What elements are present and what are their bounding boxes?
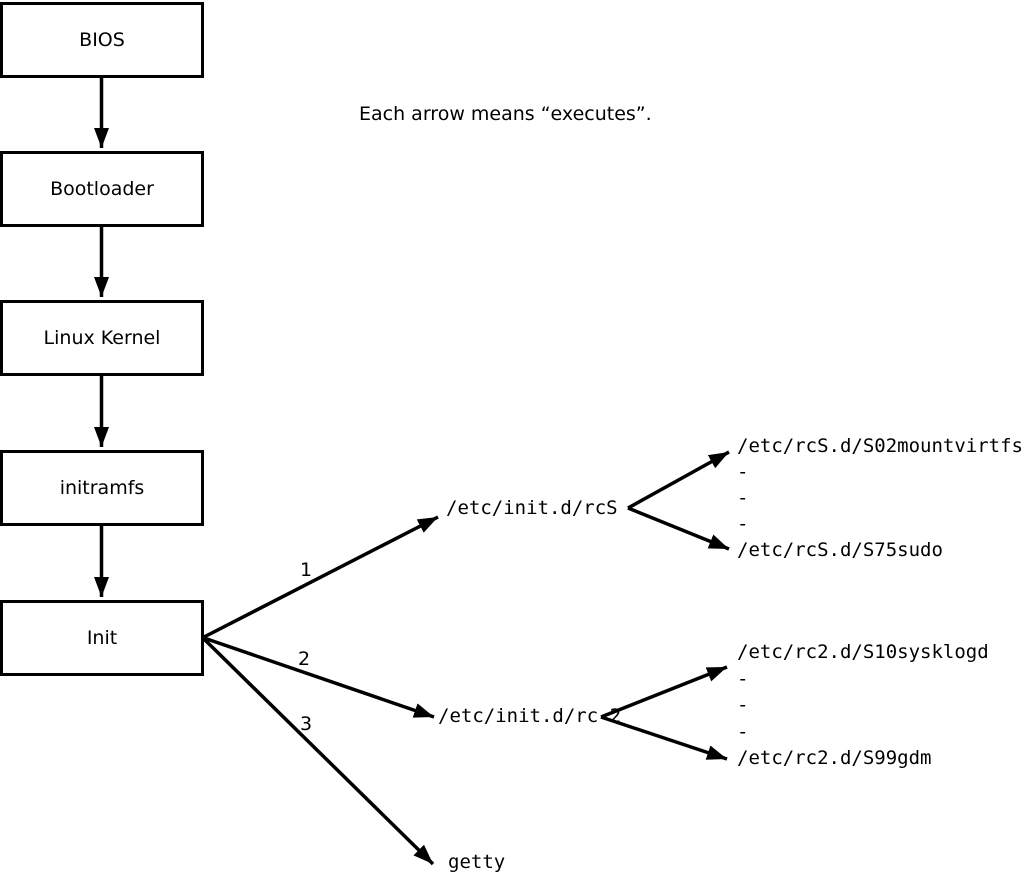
legend-note: Each arrow means “executes”. — [359, 103, 652, 125]
rc2-script-ellipsis: - — [737, 694, 749, 716]
box-linux-kernel-label: Linux Kernel — [43, 327, 161, 349]
rc2-script-ellipsis: - — [737, 720, 749, 743]
box-bios: BIOS — [0, 2, 204, 78]
rc2-script-item: /etc/rc2.d/S10sysklogd — [737, 641, 989, 663]
arrow-rc2-to-S99gdm — [600, 715, 728, 761]
branch-number-3: 3 — [300, 713, 313, 735]
branch-target-getty: getty — [448, 851, 506, 873]
rcS-script-ellipsis: - — [737, 487, 749, 509]
rcS-script-item: /etc/rcS.d/S02mountvirtfs — [737, 435, 1023, 457]
box-init-label: Init — [86, 627, 118, 649]
arrow-init-to-getty — [202, 637, 435, 866]
box-initramfs: initramfs — [0, 450, 204, 526]
box-bootloader-label: Bootloader — [50, 178, 154, 200]
box-initramfs-label: initramfs — [59, 477, 145, 499]
rcS-script-ellipsis: - — [737, 513, 749, 535]
box-linux-kernel: Linux Kernel — [0, 300, 204, 376]
rcS-script-list: /etc/rcS.d/S02mountvirtfs - - - /etc/rcS… — [737, 433, 1023, 563]
branch-number-2: 2 — [298, 648, 311, 670]
rcS-script-item: /etc/rcS.d/S75sudo — [737, 539, 943, 561]
box-bootloader: Bootloader — [0, 151, 204, 227]
arrow-init-to-rcS — [203, 515, 439, 639]
branch-number-1: 1 — [300, 559, 313, 581]
box-bios-label: BIOS — [79, 29, 125, 51]
rcS-script-ellipsis: - — [737, 461, 749, 483]
branch-target-rc2: /etc/init.d/rc 2 — [438, 705, 622, 727]
arrow-rcS-to-S02mountvirtfs — [627, 450, 730, 510]
arrow-rc2-to-S10sysklogd — [600, 665, 728, 719]
rc2-script-item: /etc/rc2.d/S99gdm — [737, 747, 932, 769]
arrow-init-to-rc2 — [203, 636, 435, 719]
box-init: Init — [0, 600, 204, 676]
rc2-script-list: /etc/rc2.d/S10sysklogd - - - /etc/rc2.d/… — [737, 639, 989, 772]
branch-target-rcS: /etc/init.d/rcS — [446, 497, 618, 519]
arrow-rcS-to-S75sudo — [627, 506, 730, 551]
rc2-script-ellipsis: - — [737, 667, 749, 690]
